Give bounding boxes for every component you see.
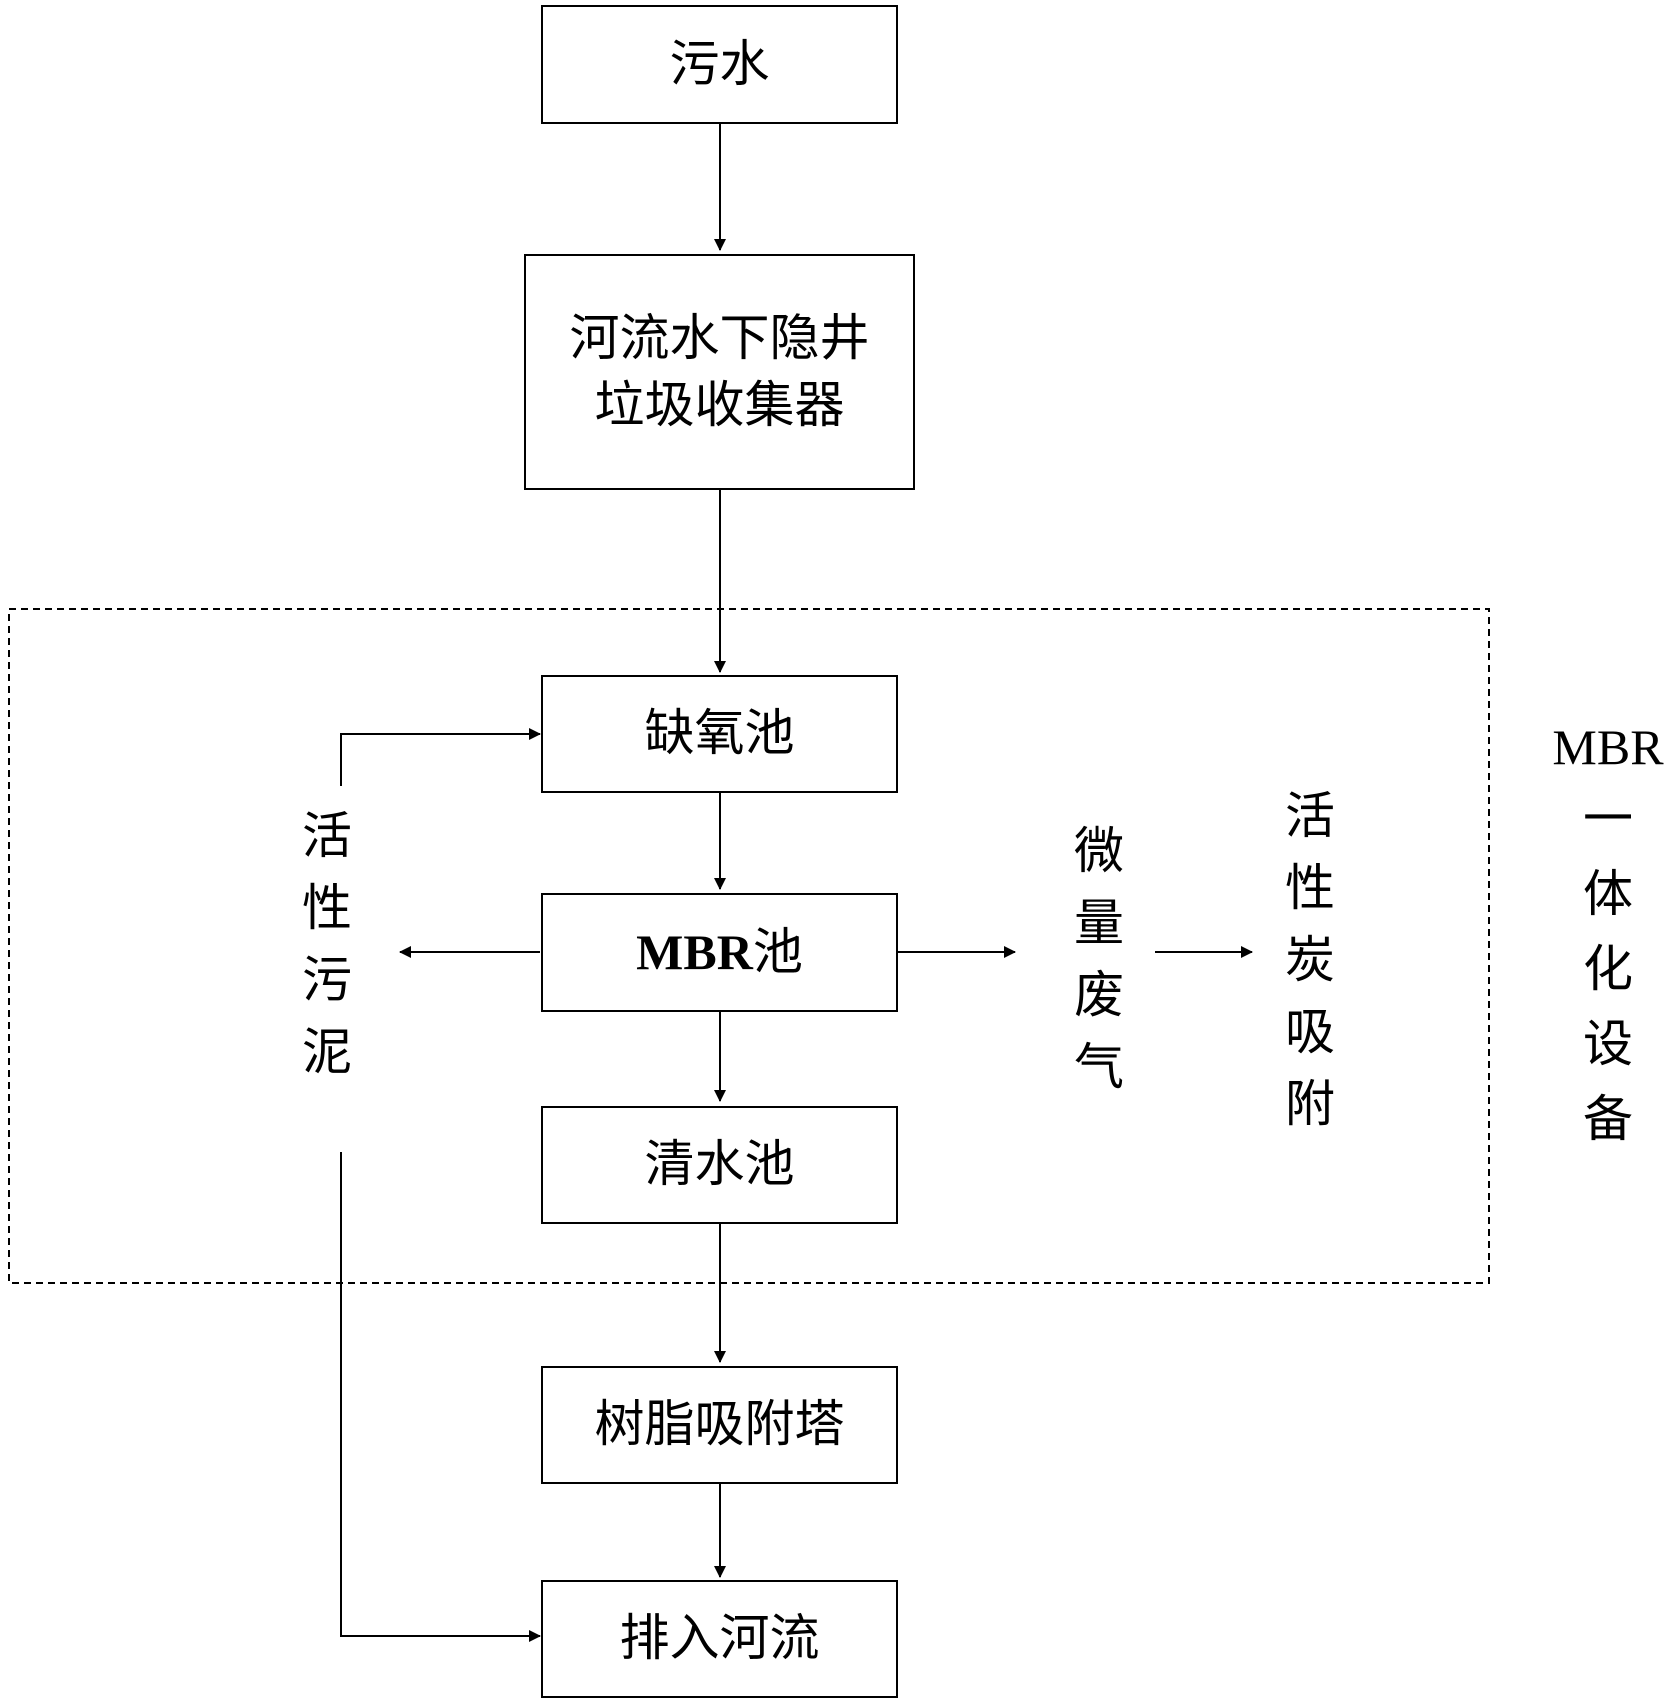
label-activated-sludge: 活性污泥 xyxy=(302,807,352,1081)
node-clear-pool-label: 清水池 xyxy=(644,1135,795,1194)
node-discharge: 排入河流 xyxy=(541,1580,898,1698)
node-clear-pool: 清水池 xyxy=(541,1106,898,1224)
node-anoxic: 缺氧池 xyxy=(541,675,898,793)
node-sewage: 污水 xyxy=(541,5,898,124)
node-collector: 河流水下隐井垃圾收集器 xyxy=(524,254,915,490)
mbr-group-boundary xyxy=(8,608,1490,1284)
label-activated-carbon: 活性炭吸附 xyxy=(1285,787,1335,1133)
label-mbr-group-latin: MBR xyxy=(1552,719,1664,775)
node-mbr-pool-cn: 池 xyxy=(752,922,803,981)
node-resin-tower: 树脂吸附塔 xyxy=(541,1366,898,1484)
node-collector-label: 河流水下隐井垃圾收集器 xyxy=(569,308,870,435)
arrow-sludge-return-to-anoxic xyxy=(340,728,541,786)
node-discharge-label: 排入河流 xyxy=(619,1609,820,1668)
node-mbr-pool-latin: MBR xyxy=(636,923,753,980)
arrow-sludge-to-discharge xyxy=(340,1152,541,1642)
node-sewage-label: 污水 xyxy=(669,34,770,93)
label-mbr-integrated-equipment: MBR 一体化设备 xyxy=(1538,712,1678,1157)
node-anoxic-label: 缺氧池 xyxy=(644,704,795,763)
node-resin-tower-label: 树脂吸附塔 xyxy=(594,1395,845,1454)
label-trace-gas: 微量废气 xyxy=(1074,822,1124,1096)
label-mbr-group-cn: 一体化设备 xyxy=(1583,790,1633,1148)
